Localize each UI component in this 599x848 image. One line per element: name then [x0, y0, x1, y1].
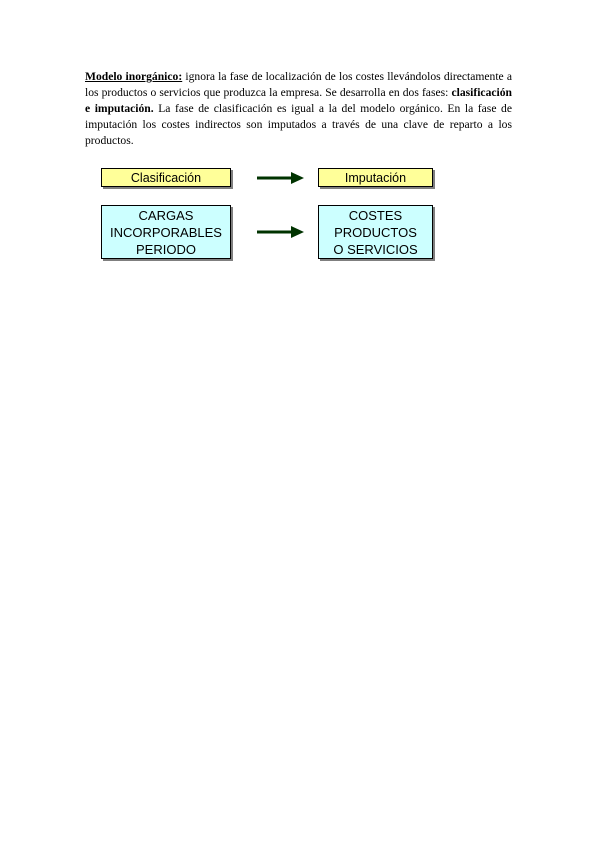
cargas-line-2: INCORPORABLES: [110, 224, 222, 240]
costes-box: COSTES PRODUCTOS O SERVICIOS: [318, 205, 433, 259]
phases-bold: clasificación e imputación.: [85, 86, 512, 115]
clasificacion-header-box: Clasificación: [101, 168, 231, 187]
cargas-box: CARGAS INCORPORABLES PERIODO: [101, 205, 231, 259]
costes-line-3: O SERVICIOS: [333, 241, 418, 257]
clasificacion-label: Clasificación: [130, 170, 202, 185]
right-arrow-icon: [257, 172, 304, 184]
imputacion-header-box: Imputación: [318, 168, 433, 187]
cargas-line-3: PERIODO: [136, 241, 196, 257]
paragraph-text-1: ignora la fase de localización de los co…: [85, 70, 513, 99]
imputacion-label: Imputación: [344, 170, 407, 185]
right-arrow-icon: [257, 226, 304, 238]
paragraph-text-2: La fase de clasificación es igual a la d…: [85, 102, 512, 147]
term-modelo-inorganico: Modelo inorgánico:: [85, 70, 183, 83]
cargas-line-1: CARGAS: [138, 207, 194, 223]
costes-line-2: PRODUCTOS: [334, 224, 417, 240]
costes-line-1: COSTES: [348, 207, 403, 223]
description-paragraph: Modelo inorgánico: ignora la fase de loc…: [85, 69, 512, 149]
